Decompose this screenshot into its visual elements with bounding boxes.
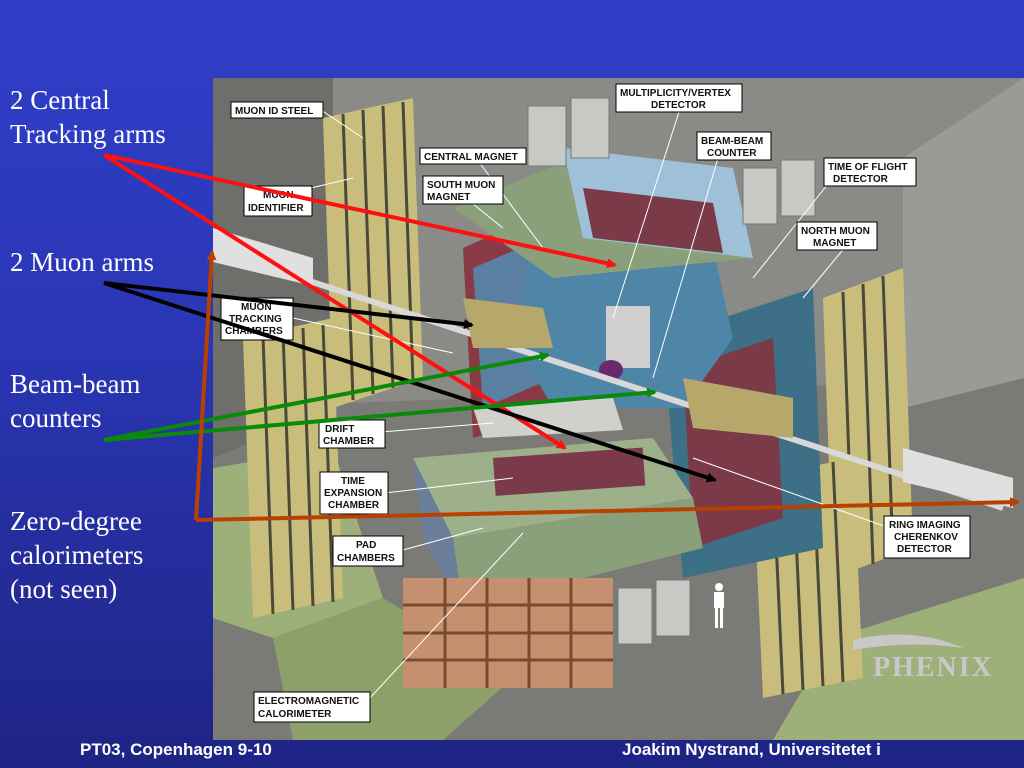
svg-text:TIME OF FLIGHT: TIME OF FLIGHT [828,162,907,173]
label-north-muon-magnet: NORTH MUON MAGNET [796,221,878,251]
svg-text:NORTH MUON: NORTH MUON [801,226,870,237]
svg-text:CHAMBER: CHAMBER [328,500,380,511]
svg-text:CALORIMETER: CALORIMETER [258,709,332,720]
svg-text:TIME: TIME [341,476,365,487]
svg-text:CHAMBERS: CHAMBERS [337,553,395,564]
bullet-zero-degree-line2: calorimeters [10,540,144,570]
svg-text:EXPANSION: EXPANSION [324,488,382,499]
bullet-muon-arms-line1: 2 Muon arms [10,247,154,277]
svg-text:COUNTER: COUNTER [707,148,757,159]
bullet-zero-degree: Zero-degree calorimeters (not seen) [10,504,143,606]
svg-text:RING IMAGING: RING IMAGING [889,520,961,531]
bullet-beam-beam: Beam-beam counters [10,367,140,435]
central-arm-side [413,458,463,608]
bullet-beam-beam-line2: counters [10,403,102,433]
multiplicity-vertex-detector [606,306,650,368]
label-beam-beam-counter: BEAM-BEAM COUNTER [696,131,772,161]
bullet-zero-degree-line1: Zero-degree [10,506,142,536]
bullet-muon-arms: 2 Muon arms [10,245,154,279]
footer-left: PT03, Copenhagen 9-10 [80,740,272,759]
svg-text:DETECTOR: DETECTOR [897,544,953,555]
footer-right: Joakim Nystrand, Universitetet i [622,740,881,759]
bullet-beam-beam-line1: Beam-beam [10,369,141,399]
bullet-central-tracking: 2 Central Tracking arms [10,83,166,151]
label-south-muon-magnet: SOUTH MUON MAGNET [422,175,504,205]
north-beam-pipe-end [903,448,1013,508]
label-time-expansion-chamber: TIME EXPANSION CHAMBER [319,471,389,515]
bullet-zero-degree-line3: (not seen) [10,574,118,604]
electromagnetic-calorimeter-grid [403,578,613,688]
svg-text:IDENTIFIER: IDENTIFIER [248,203,304,214]
south-muon-identifier [323,98,423,408]
label-multiplicity-vertex-detector: MULTIPLICITY/VERTEX DETECTOR [615,83,743,113]
svg-text:MUON: MUON [241,302,272,313]
label-electromagnetic-calorimeter: ELECTROMAGNETIC CALORIMETER [253,691,371,723]
svg-text:CHAMBER: CHAMBER [323,436,375,447]
svg-text:DRIFT: DRIFT [325,424,354,435]
label-muon-tracking-chambers: MUON TRACKING CHAMBERS [220,297,294,341]
label-muon-id-steel: MUON ID STEEL [230,101,324,119]
svg-text:MAGNET: MAGNET [813,238,856,249]
right-platform [773,578,1024,740]
svg-text:BEAM-BEAM: BEAM-BEAM [701,136,763,147]
central-arm-west-rich [583,188,723,253]
svg-text:CHERENKOV: CHERENKOV [894,532,958,543]
phenix-logo: PHENIX [873,652,994,683]
arrow-zdc-south [194,250,217,521]
bullet-central-tracking-line1: 2 Central [10,85,110,115]
svg-text:MUON: MUON [263,190,294,201]
svg-text:CHAMBERS: CHAMBERS [225,326,283,337]
label-time-of-flight-detector: TIME OF FLIGHT DETECTOR [823,157,917,187]
south-muon-identifier-lower [243,318,343,618]
svg-text:CENTRAL MAGNET: CENTRAL MAGNET [424,152,518,163]
label-drift-chamber: DRIFT CHAMBER [318,419,386,449]
right-wall [903,78,1024,408]
svg-text:PAD: PAD [356,540,376,551]
svg-text:DETECTOR: DETECTOR [833,174,889,185]
svg-text:ELECTROMAGNETIC: ELECTROMAGNETIC [258,696,359,707]
svg-text:MAGNET: MAGNET [427,192,470,203]
label-pad-chambers: PAD CHAMBERS [332,535,404,567]
svg-text:SOUTH MUON: SOUTH MUON [427,180,495,191]
phenix-detector-diagram: MUON ID STEEL MUON IDENTIFIER CENTRAL MA… [213,78,1024,740]
svg-text:TRACKING: TRACKING [229,314,282,325]
label-muon-identifier: MUON IDENTIFIER [243,185,313,217]
label-central-magnet: CENTRAL MAGNET [419,147,527,165]
svg-text:DETECTOR: DETECTOR [651,100,707,111]
label-ring-imaging-cherenkov-detector: RING IMAGING CHERENKOV DETECTOR [883,515,971,559]
human-figure-icon [714,583,724,628]
phenix-logo-bird-icon [853,634,963,650]
bullet-central-tracking-line2: Tracking arms [10,119,166,149]
svg-text:MUON ID STEEL: MUON ID STEEL [235,106,313,117]
svg-text:MULTIPLICITY/VERTEX: MULTIPLICITY/VERTEX [620,88,731,99]
